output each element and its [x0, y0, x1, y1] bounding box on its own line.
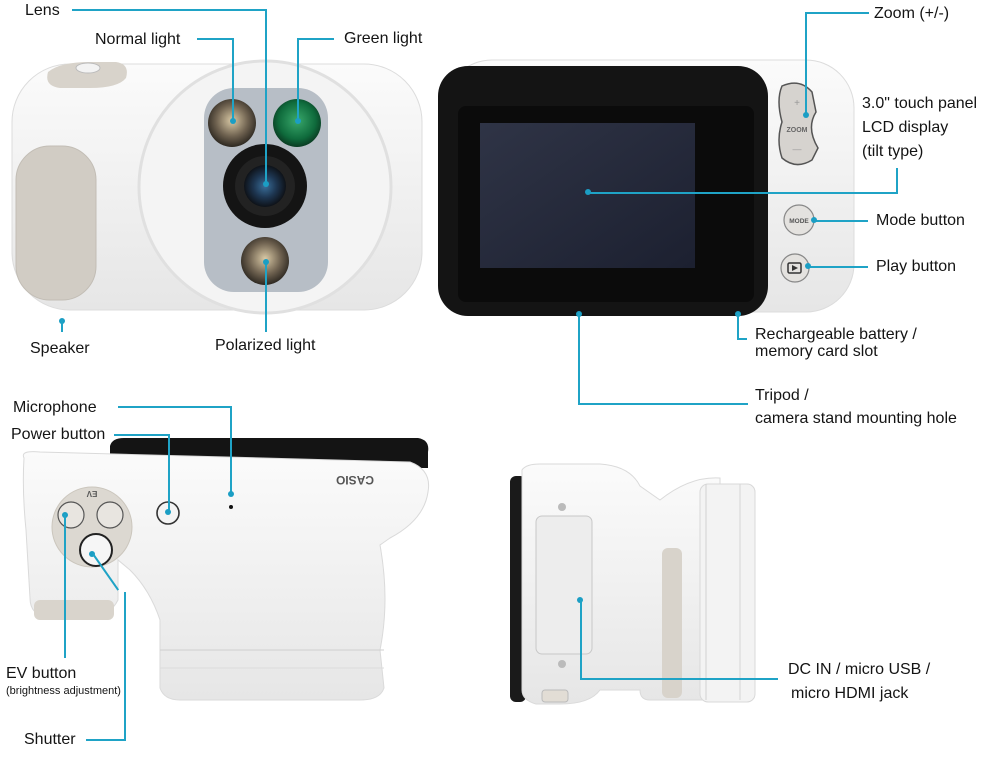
back-view-camera: ZOOM + — MODE	[438, 59, 855, 316]
label-power-button: Power button	[11, 426, 106, 443]
label-ev-note: (brightness adjustment)	[6, 685, 121, 697]
label-lcd-line1: 3.0" touch panel	[862, 95, 978, 112]
label-normal-light: Normal light	[95, 31, 181, 48]
label-zoom: Zoom (+/-)	[874, 5, 950, 22]
front-view-camera	[11, 59, 423, 315]
label-mode-button: Mode button	[876, 212, 965, 229]
side-view-camera	[510, 463, 756, 705]
label-tripod-line1: Tripod /	[755, 387, 809, 404]
zoom-mark: ZOOM	[787, 127, 808, 134]
label-tripod-line2: camera stand mounting hole	[755, 410, 957, 427]
label-ports-line2: micro HDMI jack	[791, 685, 909, 702]
svg-text:+: +	[794, 98, 800, 109]
label-lcd-line3: (tilt type)	[862, 143, 924, 160]
label-lcd-line2: LCD display	[862, 119, 949, 136]
label-lens: Lens	[25, 2, 60, 19]
label-green-light: Green light	[344, 30, 423, 47]
label-shutter: Shutter	[24, 731, 76, 748]
brand-mark: CASIO	[336, 473, 374, 487]
label-polarized-light: Polarized light	[215, 337, 316, 354]
label-ev-button: EV button	[6, 665, 77, 682]
svg-text:—: —	[793, 144, 802, 154]
label-battery-line2: memory card slot	[755, 343, 878, 360]
label-ports-line1: DC IN / micro USB /	[788, 661, 931, 678]
label-play-button: Play button	[876, 258, 957, 275]
mode-mark: MODE	[789, 218, 809, 225]
label-battery-line1: Rechargeable battery /	[755, 326, 917, 343]
top-view-camera: EV CASIO	[22, 438, 430, 701]
ev-mark: EV	[86, 489, 97, 498]
label-speaker: Speaker	[30, 340, 90, 357]
label-microphone: Microphone	[13, 399, 97, 416]
